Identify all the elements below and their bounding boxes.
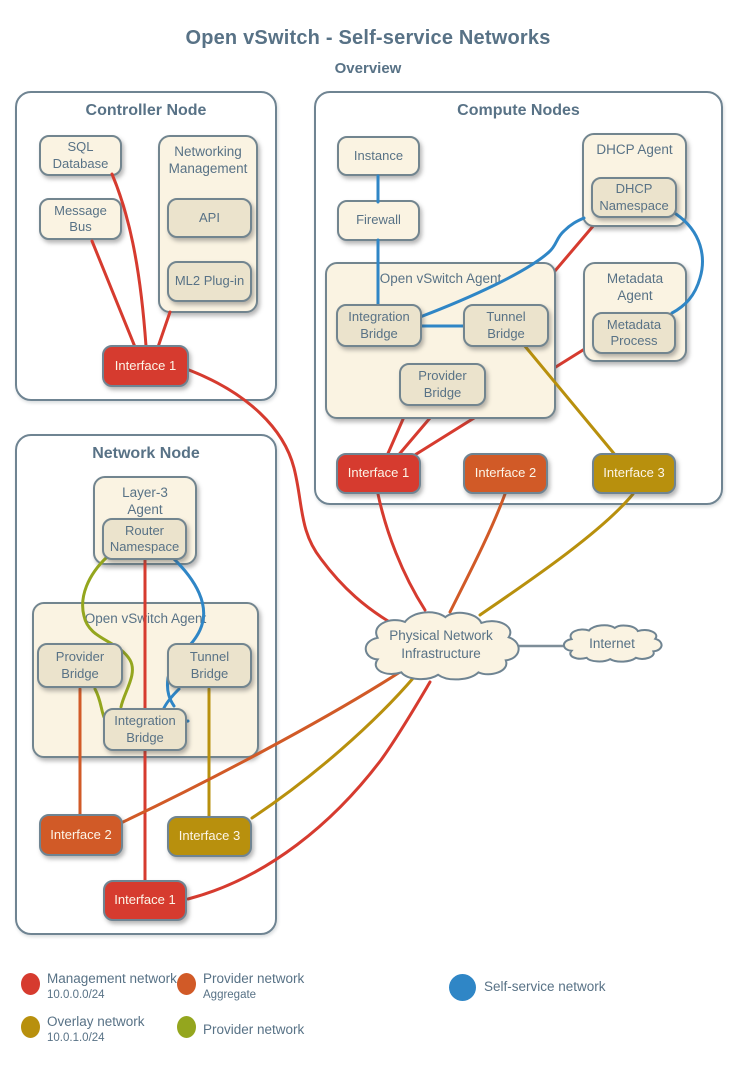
edge-compute-if2-cloud	[448, 492, 507, 614]
network-tunnel-bridge-box: Tunnel Bridge	[167, 643, 252, 688]
edge-compute-if1-cloud	[376, 492, 427, 612]
router-namespace-box: Router Namespace	[102, 518, 187, 560]
internet-cloud-label: Internet	[589, 636, 635, 651]
legend-overlay-label: Overlay network	[47, 1014, 145, 1029]
network-interface3-box: Interface 3	[167, 816, 252, 857]
edge-compute-if3-cloud	[478, 492, 635, 617]
network-interface1-box: Interface 1	[103, 880, 187, 921]
sql-database-box: SQL Database	[39, 135, 122, 176]
controller-node-section: Controller Node	[15, 91, 277, 401]
legend-management-dot	[21, 973, 40, 995]
network-integration-bridge-box: Integration Bridge	[103, 708, 187, 751]
firewall-box: Firewall	[337, 200, 420, 241]
controller-interface1-box: Interface 1	[102, 345, 189, 387]
legend-self-service-dot	[449, 974, 476, 1001]
compute-interface2-box: Interface 2	[463, 453, 548, 494]
page-title: Open vSwitch - Self-service Networks	[185, 27, 551, 49]
legend-overlay-sublabel: 10.0.1.0/24	[47, 1032, 105, 1044]
network-provider-bridge-box: Provider Bridge	[37, 643, 123, 688]
legend-provider-aggregate-sublabel: Aggregate	[203, 989, 257, 1001]
legend-self-service-label: Self-service network	[484, 979, 606, 994]
metadata-process-box: Metadata Process	[592, 312, 676, 354]
dhcp-agent-label: DHCP Agent	[596, 142, 673, 157]
legend-overlay-dot	[21, 1016, 40, 1038]
legend-management-label: Management network	[47, 971, 177, 986]
network-interface2-box: Interface 2	[39, 814, 123, 856]
legend-provider-dot	[177, 1016, 196, 1038]
instance-box: Instance	[337, 136, 420, 176]
compute-provider-bridge-box: Provider Bridge	[399, 363, 486, 406]
networking-management-label: Networking Management	[168, 144, 248, 176]
legend-provider-aggregate-dot	[177, 973, 196, 995]
legend-management-sublabel: 10.0.0.0/24	[47, 989, 105, 1001]
physical-network-cloud-label: Physical Network Infrastructure	[389, 628, 493, 662]
compute-ovs-agent-label: Open vSwitch Agent	[379, 271, 502, 286]
network-node-title: Network Node	[92, 445, 200, 462]
legend-provider-label: Provider network	[203, 1022, 305, 1037]
compute-interface1-box: Interface 1	[336, 453, 421, 494]
compute-integration-bridge-box: Integration Bridge	[336, 304, 422, 347]
network-ovs-agent-label: Open vSwitch Agent	[84, 611, 207, 626]
controller-node-title: Controller Node	[85, 102, 207, 119]
ml2-plugin-box: ML2 Plug-in	[167, 261, 252, 302]
compute-interface3-box: Interface 3	[592, 453, 676, 494]
compute-nodes-title: Compute Nodes	[457, 102, 580, 119]
page-subtitle: Overview	[334, 60, 402, 77]
compute-tunnel-bridge-box: Tunnel Bridge	[463, 304, 549, 347]
metadata-agent-label: Metadata Agent	[606, 271, 664, 303]
message-bus-box: Message Bus	[39, 198, 122, 240]
api-box: API	[167, 198, 252, 238]
legend-provider-aggregate-label: Provider network	[203, 971, 305, 986]
layer3-agent-label: Layer-3 Agent	[122, 485, 168, 517]
dhcp-namespace-box: DHCP Namespace	[591, 177, 677, 218]
